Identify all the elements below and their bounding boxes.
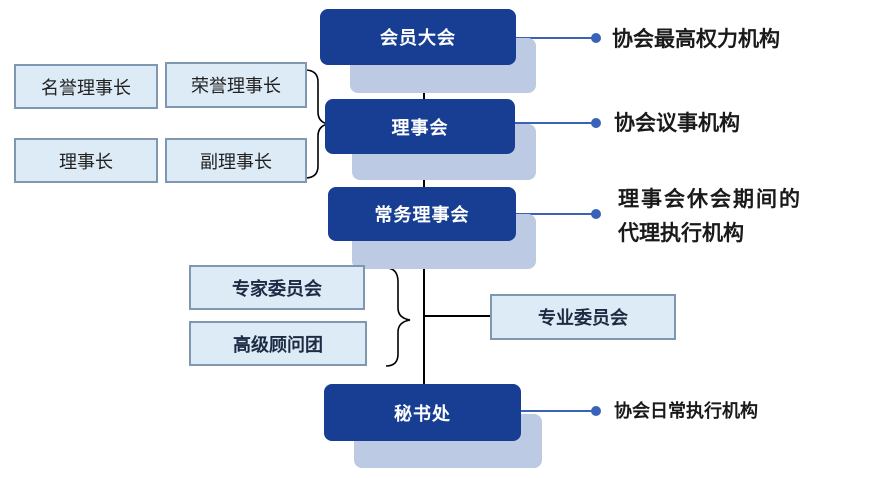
dot-assembly [591,33,601,43]
advisory-group-label: 高级顾问团 [233,334,323,356]
vice-chairman-label: 副理事长 [200,151,272,173]
vice-chairman-box: 副理事长 [165,138,307,183]
expert-committee-label: 专家委员会 [232,278,322,300]
expert-committee-box: 专家委员会 [189,265,365,310]
council-node-label: 理事会 [391,117,449,139]
standing-council-node-label: 常务理事会 [374,205,470,226]
secretariat-node-label: 秘书处 [394,403,451,425]
council-description: 协会议事机构 [614,111,740,135]
advisory-group-box: 高级顾问团 [189,321,367,366]
dot-secretariat [591,406,601,416]
chairman-box: 理事长 [14,138,158,183]
honorary-chairman-label: 名誉理事长 [41,77,131,99]
standing-council-node: 常务理事会 [328,187,516,241]
secretariat-node: 秘书处 [324,384,521,441]
council-node: 理事会 [325,99,515,154]
assembly-node-label: 会员大会 [380,28,456,49]
glory-chairman-box: 荣誉理事长 [165,62,307,108]
assembly-node: 会员大会 [320,9,516,65]
standing-description-line1: 理事会休会期间的 [618,187,802,211]
professional-committee-label: 专业委员会 [538,308,628,329]
committees-brace [385,267,411,367]
glory-chairman-label: 荣誉理事长 [191,76,281,97]
assembly-description: 协会最高权力机构 [612,27,780,51]
secretariat-description: 协会日常执行机构 [614,401,758,422]
dot-council [591,118,601,128]
dot-standing [591,209,601,219]
standing-description-line2: 代理执行机构 [618,221,744,245]
professional-committee-box: 专业委员会 [490,294,676,340]
honorary-chairman-box: 名誉理事长 [14,64,158,109]
chairman-label: 理事长 [59,151,113,173]
